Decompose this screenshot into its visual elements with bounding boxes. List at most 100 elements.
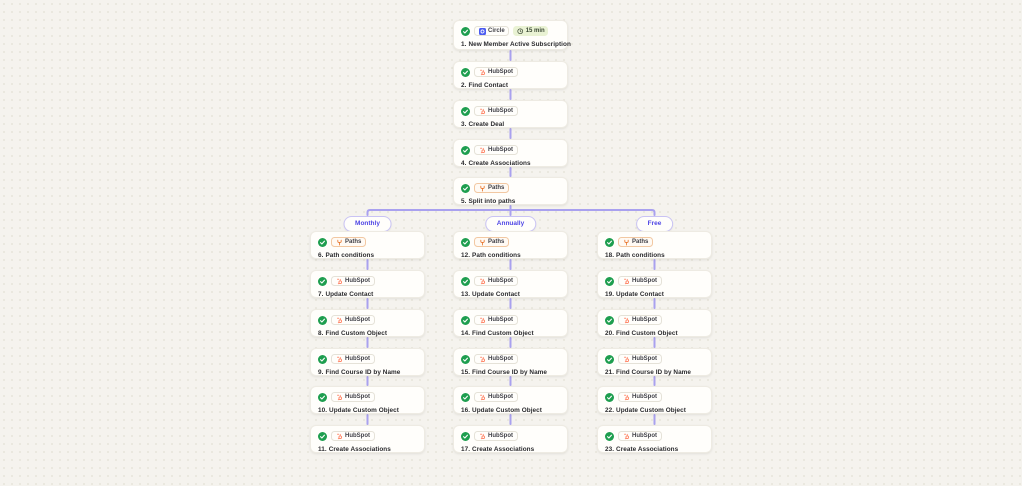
step-title: 3.Create Deal <box>461 121 560 128</box>
hubspot-icon <box>336 278 343 285</box>
duration-badge: 15 min <box>513 26 549 36</box>
check-circle-icon <box>605 315 614 325</box>
duration-value: 15 min <box>525 28 545 34</box>
check-circle-icon <box>461 67 470 77</box>
step-badge-row: HubSpot <box>461 67 560 77</box>
app-name: HubSpot <box>345 433 370 439</box>
app-badge: HubSpot <box>331 276 375 286</box>
app-name: HubSpot <box>488 278 513 284</box>
step-badge-row: HubSpot <box>461 315 560 325</box>
step-title: 13.Update Contact <box>461 291 560 298</box>
check-circle-icon <box>318 392 327 402</box>
step-title: 16.Update Custom Object <box>461 407 560 414</box>
check-circle-icon <box>461 183 470 193</box>
step-badge-row: HubSpot <box>318 431 417 441</box>
step-title: 20.Find Custom Object <box>605 330 704 337</box>
step-number: 4. <box>461 159 467 167</box>
step-badge-row: HubSpot <box>318 276 417 286</box>
check-circle-icon <box>461 276 470 286</box>
step-badge-row: HubSpot <box>461 145 560 155</box>
hubspot-icon <box>623 278 630 285</box>
step-title-text: Path conditions <box>472 251 521 259</box>
workflow-step-card[interactable]: HubSpot 13.Update Contact <box>453 270 568 298</box>
step-number: 1. <box>461 40 467 48</box>
branch-label-pill[interactable]: Free <box>635 216 674 232</box>
app-name: HubSpot <box>345 278 370 284</box>
app-badge: HubSpot <box>618 392 662 402</box>
app-name: HubSpot <box>632 317 657 323</box>
hubspot-icon <box>336 433 343 440</box>
step-number: 18. <box>605 251 615 259</box>
step-title-text: Split into paths <box>468 197 516 205</box>
app-name: Paths <box>488 185 505 191</box>
step-title-text: Path conditions <box>616 251 665 259</box>
workflow-step-card[interactable]: HubSpot 17.Create Associations <box>453 425 568 453</box>
app-badge: HubSpot <box>331 315 375 325</box>
step-number: 21. <box>605 368 615 376</box>
workflow-step-card[interactable]: HubSpot 15.Find Course ID by Name <box>453 348 568 376</box>
step-title: 7.Update Contact <box>318 291 417 298</box>
workflow-step-card[interactable]: Paths 6.Path conditions <box>310 231 425 259</box>
workflow-step-card[interactable]: HubSpot 3.Create Deal <box>453 100 568 128</box>
workflow-step-card[interactable]: HubSpot 4.Create Associations <box>453 139 568 167</box>
workflow-step-card[interactable]: HubSpot 7.Update Contact <box>310 270 425 298</box>
step-title-text: Create Associations <box>472 445 535 453</box>
app-name: HubSpot <box>632 278 657 284</box>
branch-label-pill[interactable]: Annually <box>484 216 537 232</box>
app-badge: HubSpot <box>474 276 518 286</box>
app-name: HubSpot <box>488 108 513 114</box>
app-badge: HubSpot <box>474 106 518 116</box>
hubspot-icon <box>479 69 486 76</box>
app-name: HubSpot <box>345 356 370 362</box>
step-badge-row: Paths <box>605 237 704 247</box>
step-number: 17. <box>461 445 471 453</box>
step-title-text: Find Custom Object <box>325 329 388 337</box>
step-title: 15.Find Course ID by Name <box>461 369 560 376</box>
step-title-text: Update Custom Object <box>616 406 686 414</box>
step-badge-row: Paths <box>461 183 560 193</box>
step-badge-row: HubSpot <box>461 431 560 441</box>
app-badge: HubSpot <box>331 354 375 364</box>
step-badge-row: HubSpot <box>605 354 704 364</box>
app-name: Paths <box>632 239 649 245</box>
check-circle-icon <box>461 237 470 247</box>
app-name: Circle <box>488 28 505 34</box>
step-badge-row: HubSpot <box>461 106 560 116</box>
branch-label-pill[interactable]: Monthly <box>343 216 392 232</box>
step-title: 4.Create Associations <box>461 160 560 167</box>
step-badge-row: HubSpot <box>461 276 560 286</box>
step-number: 20. <box>605 329 615 337</box>
step-number: 2. <box>461 81 467 89</box>
app-name: HubSpot <box>488 147 513 153</box>
step-number: 13. <box>461 290 471 298</box>
app-badge: HubSpot <box>474 354 518 364</box>
workflow-step-card[interactable]: Paths 18.Path conditions <box>597 231 712 259</box>
check-circle-icon <box>605 354 614 364</box>
hubspot-icon <box>479 278 486 285</box>
step-number: 16. <box>461 406 471 414</box>
app-badge: HubSpot <box>331 431 375 441</box>
check-circle-icon <box>318 237 327 247</box>
hubspot-icon <box>479 394 486 401</box>
workflow-step-card[interactable]: HubSpot 20.Find Custom Object <box>597 309 712 337</box>
step-badge-row: Paths <box>318 237 417 247</box>
step-title: 6.Path conditions <box>318 252 417 259</box>
hubspot-icon <box>623 356 630 363</box>
hubspot-icon <box>336 356 343 363</box>
step-number: 19. <box>605 290 615 298</box>
